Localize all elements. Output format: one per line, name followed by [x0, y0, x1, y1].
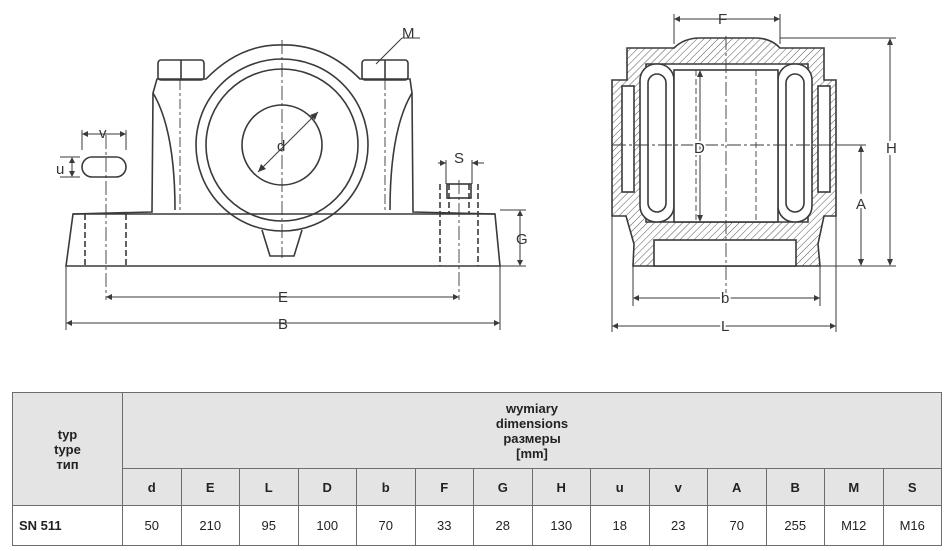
type-header-pl: typ	[57, 426, 78, 442]
group-header-en: dimensions	[495, 415, 569, 431]
col-header-H: H	[531, 468, 591, 506]
side-centerlines	[612, 36, 840, 300]
col-header-B: B	[765, 468, 825, 506]
side-dimension-labels: F D H A b L	[692, 11, 899, 337]
label-M: M	[402, 25, 415, 42]
col-header-F: F	[414, 468, 474, 506]
col-header-D: D	[297, 468, 357, 506]
cell-H: 130	[531, 505, 591, 546]
label-D: D	[694, 140, 705, 157]
col-header-d: d	[122, 468, 182, 506]
group-header-pl: wymiary	[505, 400, 559, 416]
cell-A: 70	[707, 505, 767, 546]
label-b: b	[721, 290, 729, 307]
housing-base	[65, 44, 501, 267]
label-d: d	[277, 138, 285, 155]
roller-right	[777, 63, 813, 223]
group-header-ru: размеры	[503, 430, 561, 446]
label-H: H	[886, 140, 897, 157]
cell-M: M12	[824, 505, 884, 546]
col-header-A: A	[707, 468, 767, 506]
col-header-v: v	[648, 468, 708, 506]
col-header-u: u	[590, 468, 650, 506]
label-u: u	[56, 161, 64, 178]
col-header-b: b	[356, 468, 416, 506]
dimensions-table: typ type тип wymiary dimensions размеры …	[12, 392, 942, 546]
side-view	[611, 37, 837, 267]
label-S: S	[454, 150, 464, 167]
cell-d: 50	[122, 505, 182, 546]
cell-v: 23	[648, 505, 708, 546]
mounting-slot	[81, 156, 127, 178]
side-dimensions	[611, 14, 896, 332]
cell-E: 210	[180, 505, 240, 546]
label-F: F	[718, 11, 727, 28]
label-E: E	[278, 289, 288, 306]
technical-drawing: M v u d S G E B	[56, 11, 899, 337]
label-B: B	[278, 316, 288, 333]
col-header-M: M	[824, 468, 884, 506]
cell-L: 95	[239, 505, 299, 546]
col-header-S: S	[882, 468, 942, 506]
front-view	[65, 40, 501, 300]
cell-D: 100	[297, 505, 357, 546]
cell-b: 70	[356, 505, 416, 546]
group-header-unit: [mm]	[516, 445, 548, 461]
type-header-ru: тип	[56, 456, 79, 472]
cell-G: 28	[473, 505, 533, 546]
cell-S: M16	[882, 505, 942, 546]
type-header: typ type тип	[12, 392, 123, 506]
label-v: v	[99, 125, 107, 142]
col-header-G: G	[473, 468, 533, 506]
roller-left	[639, 63, 675, 223]
cell-u: 18	[590, 505, 650, 546]
type-header-en: type	[54, 441, 81, 457]
label-L: L	[721, 318, 729, 335]
label-A: A	[856, 196, 866, 213]
front-dimension-labels: M v u d S G E B	[56, 25, 528, 333]
cell-B: 255	[765, 505, 825, 546]
cell-F: 33	[414, 505, 474, 546]
cell-type: SN 511	[12, 505, 123, 546]
table-row: SN 511 50 210 95 100 70 33 28 130 18 23 …	[12, 505, 942, 546]
label-G: G	[516, 231, 528, 248]
col-header-L: L	[239, 468, 299, 506]
col-header-E: E	[180, 468, 240, 506]
dimensions-group-header: wymiary dimensions размеры [mm]	[122, 392, 942, 469]
